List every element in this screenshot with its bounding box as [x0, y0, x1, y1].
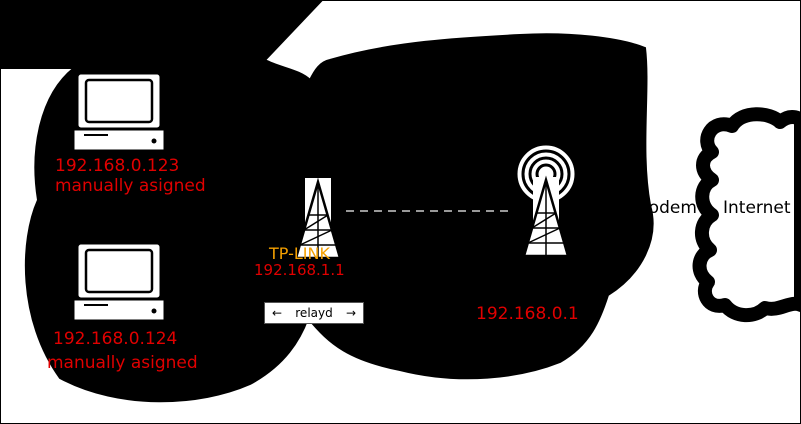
- pc2-ip-label: 192.168.0.124: [53, 329, 178, 349]
- pc1-ip-label: 192.168.0.123: [55, 156, 180, 176]
- ap-title-line2: internet access: [483, 278, 613, 298]
- wlan-client-label: W-LAN (Client): [328, 283, 416, 297]
- internet-label: Internet: [723, 198, 791, 218]
- arrow-right-icon: →: [345, 306, 356, 320]
- ap-antenna-icon: [514, 142, 578, 258]
- cable-pc2-tplink: [158, 203, 307, 285]
- pc1-note-label: manually asigned: [55, 176, 206, 196]
- ap-ip-label: 192.168.0.1: [476, 304, 579, 324]
- cable-pc1-tplink: [165, 103, 277, 197]
- tplink-antenna-icon: [286, 143, 350, 260]
- computer-2-icon: [71, 241, 167, 323]
- ap-title-line1: Wifi AP with: [483, 257, 584, 277]
- lan-port-top-label: LAN Port: [226, 195, 278, 209]
- modem-label: Modem: [634, 198, 697, 218]
- lan-port-bottom-label: LAN Port: [239, 283, 291, 297]
- tplink-ip-label: 192.168.1.1: [254, 261, 345, 279]
- arrow-left-icon: ←: [272, 306, 283, 320]
- relayd-box: ← relayd →: [264, 302, 364, 324]
- computer-1-icon: [71, 71, 167, 153]
- tplink-brand-label: TP-LINK: [269, 244, 330, 263]
- relayd-label: relayd: [295, 306, 333, 320]
- pc2-note-label: manually asigned: [47, 353, 198, 373]
